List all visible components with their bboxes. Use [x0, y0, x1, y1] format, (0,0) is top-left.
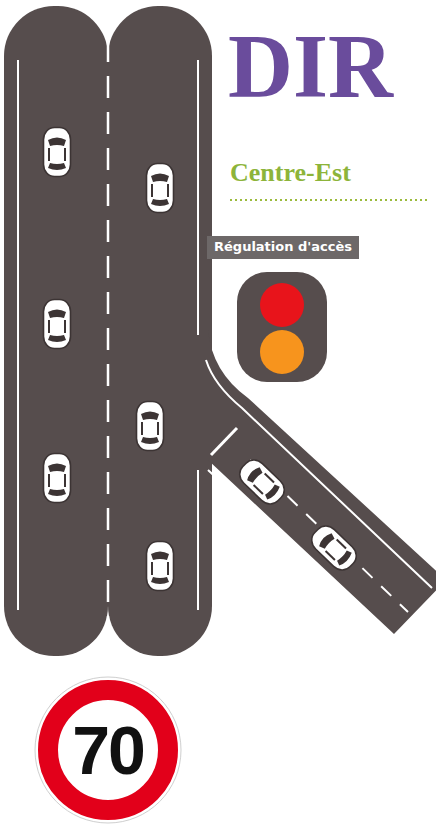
cars	[44, 128, 362, 591]
logo-region: Centre-Est	[230, 160, 351, 186]
stop-line	[211, 428, 237, 455]
motorway	[4, 6, 436, 656]
service-band: Régulation d'accès	[207, 236, 359, 259]
car	[44, 454, 71, 503]
car	[147, 542, 174, 591]
logo-acronym: DIR	[228, 22, 393, 112]
car	[44, 128, 71, 177]
car	[147, 164, 174, 213]
on-ramp	[208, 330, 436, 634]
speed-limit-sign: 70	[34, 676, 182, 824]
car	[44, 300, 71, 349]
traffic-light	[237, 272, 327, 382]
car	[235, 455, 289, 508]
logo-rule	[230, 199, 430, 201]
car	[137, 402, 164, 451]
speed-value: 70	[72, 716, 144, 784]
band-text: Régulation d'accès	[214, 239, 352, 255]
car	[307, 521, 361, 574]
